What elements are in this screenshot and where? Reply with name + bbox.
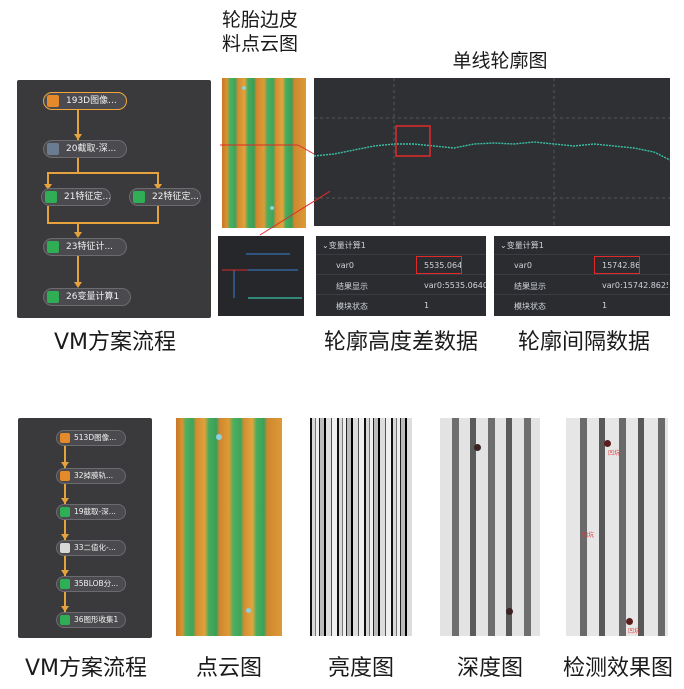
zoom-detail-panel [218, 236, 304, 316]
collect-icon [60, 615, 70, 625]
flow-node-feature-calc[interactable]: 23特征计... [43, 238, 127, 256]
point-marker [246, 608, 251, 613]
flow-node-collect[interactable]: 36图形收集1 [56, 612, 126, 628]
table-row: var0 5535.064 [316, 254, 486, 274]
flow-connector [64, 556, 66, 576]
flow-arrow [74, 232, 82, 238]
flow-arrow [74, 134, 82, 140]
defect-label: 凹坑 [628, 628, 641, 635]
calculator-icon [47, 291, 59, 303]
feature-locate-icon [45, 191, 57, 203]
flow-connector [47, 222, 159, 224]
flow-node-crop[interactable]: 19截取-深... [56, 504, 126, 520]
defect-spot [506, 608, 513, 615]
flow-node-blob[interactable]: 35BLOB分... [56, 576, 126, 592]
defect-spot [626, 618, 633, 625]
flow-connector [64, 446, 66, 468]
flow-arrow [44, 184, 52, 190]
profile-svg [314, 78, 670, 226]
table-row: 模块状态 1 [494, 294, 670, 314]
table-header: ⌄变量计算1 [322, 241, 366, 250]
flow-connector [77, 256, 79, 286]
vm-flow-panel-top: 193D图像... 20截取-深... 21特征定... 22特征定... 23… [17, 80, 211, 318]
value-highlight-box [416, 256, 462, 274]
connector-line [259, 190, 330, 236]
table-row: 结果显示 var0:15742.86254( [494, 274, 670, 294]
flow-arrow [61, 498, 69, 504]
defect-spot [604, 440, 611, 447]
brightness-caption: 亮度图 [327, 656, 394, 681]
crop-icon [47, 143, 59, 155]
flow-node-image-source[interactable]: 513D图像... [56, 430, 126, 446]
vm-flow-panel-bottom: 513D图像... 32掉膜轨... 19截取-深... 33二值化-... 3… [18, 418, 152, 638]
vm-flow-caption-top: VM方案流程 [53, 330, 177, 355]
flow-arrow [61, 462, 69, 468]
table-row: 模块状态 1 [316, 294, 486, 314]
feature-locate-icon [133, 191, 145, 203]
flow-connector [64, 592, 66, 612]
value-highlight-box [594, 256, 640, 274]
flow-connector [47, 172, 49, 188]
zoom-svg [222, 253, 302, 299]
detection-caption: 检测效果图 [562, 656, 673, 681]
flow-node-variable-calc[interactable]: 26变量计算1 [43, 288, 131, 306]
point-marker [242, 86, 246, 90]
vm-flow-caption-bottom: VM方案流程 [24, 656, 148, 681]
tire-cloud-title: 轮胎边皮 料点云图 [221, 9, 298, 55]
binarize-icon [60, 543, 70, 553]
interval-table: ⌄变量计算1 var0 15742.86 结果显示 var0:15742.862… [494, 236, 670, 316]
table-row: var0 15742.86 [494, 254, 670, 274]
tire-point-cloud-image [222, 78, 306, 228]
profile-line [314, 141, 670, 161]
flow-connector [47, 206, 49, 222]
single-profile-plot [314, 78, 670, 226]
flow-node-feature-locate-2[interactable]: 22特征定... [129, 188, 201, 206]
highlight-box [395, 125, 431, 157]
flow-node-feature-locate-1[interactable]: 21特征定... [41, 188, 111, 206]
table-row: 结果显示 var0:5535.064087; [316, 274, 486, 294]
depth-caption: 深度图 [456, 656, 523, 681]
connector-line [297, 144, 315, 155]
defect-label: 凹坑 [582, 532, 595, 539]
detection-image: 凹坑 凹坑 凹坑 [566, 418, 668, 636]
flow-arrow [74, 282, 82, 288]
flow-arrow [61, 570, 69, 576]
blob-icon [60, 579, 70, 589]
flow-connector [47, 172, 159, 174]
point-cloud-caption: 点云图 [195, 656, 262, 681]
flow-node-track[interactable]: 32掉膜轨... [56, 468, 126, 484]
flow-connector [77, 158, 79, 172]
depth-image [440, 418, 540, 636]
flow-connector [157, 206, 159, 222]
flow-connector [64, 484, 66, 504]
point-marker [216, 434, 222, 440]
single-profile-title: 单线轮廓图 [452, 50, 548, 72]
table-header: ⌄变量计算1 [500, 241, 544, 250]
zoom-connector [220, 144, 330, 236]
flow-connector [77, 222, 79, 236]
defect-spot [474, 444, 481, 451]
flow-node-binarize[interactable]: 33二值化-... [56, 540, 126, 556]
flow-arrow [61, 606, 69, 612]
track-icon [60, 471, 70, 481]
crop-icon [60, 507, 70, 517]
flow-connector [64, 520, 66, 540]
image-source-icon [60, 433, 70, 443]
height-diff-table: ⌄变量计算1 var0 5535.064 结果显示 var0:5535.0640… [316, 236, 486, 316]
flow-arrow [61, 534, 69, 540]
brightness-image [310, 418, 412, 636]
interval-data-caption: 轮廓间隔数据 [517, 330, 650, 355]
height-data-caption: 轮廓高度差数据 [323, 330, 478, 355]
image-source-icon [47, 95, 59, 107]
flow-node-image-source[interactable]: 193D图像... [43, 92, 127, 110]
feature-calc-icon [47, 241, 59, 253]
point-cloud-image [176, 418, 282, 636]
defect-label: 凹坑 [608, 450, 621, 457]
flow-arrow [154, 184, 162, 190]
flow-node-crop[interactable]: 20截取-深... [43, 140, 127, 158]
flow-connector [77, 110, 79, 140]
flow-connector [157, 172, 159, 188]
point-marker [270, 206, 274, 210]
